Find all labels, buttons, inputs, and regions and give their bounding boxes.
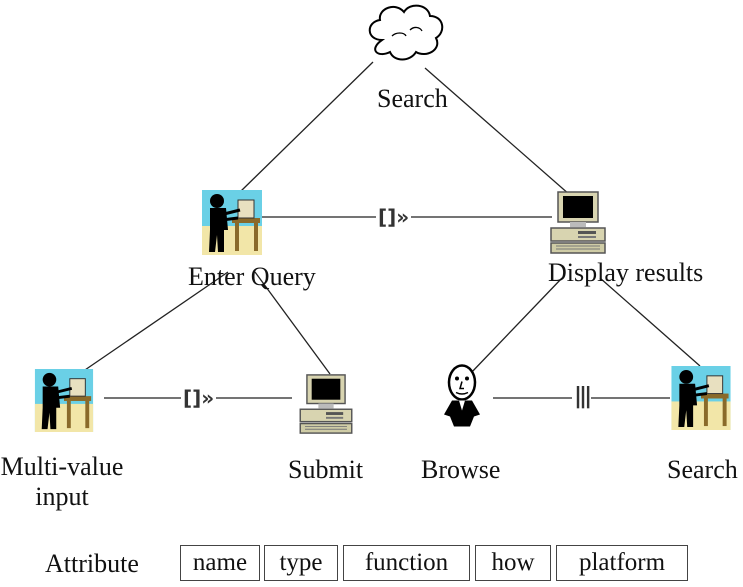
- node-label-multi-value-line1: Multi-value: [0, 452, 124, 481]
- attribute-label: Attribute: [45, 549, 139, 578]
- node-label-enter-query: Enter Query: [188, 262, 316, 291]
- person-icon: [442, 364, 482, 428]
- edge-enter-query-submit: [254, 271, 331, 375]
- attribute-box-type: type: [264, 545, 338, 581]
- node-label-search-leaf: Search: [667, 455, 738, 484]
- operator-enabling-left: []»: [181, 386, 217, 410]
- attribute-box-name: name: [180, 545, 260, 581]
- cloud-icon: [368, 4, 444, 61]
- edge-root-display-results: [424, 67, 579, 203]
- user-at-desk-icon: [671, 366, 731, 430]
- attribute-box-platform: platform: [556, 545, 688, 581]
- node-label-submit: Submit: [288, 455, 364, 484]
- attribute-row: Attribute name type function how platfor…: [0, 539, 743, 587]
- edge-enter-query-multi-value: [81, 271, 229, 373]
- user-at-desk-icon: [202, 190, 262, 255]
- edge-display-results-browse: [469, 277, 563, 375]
- operator-enabling-top: []»: [376, 205, 412, 229]
- attribute-box-function: function: [343, 545, 470, 581]
- computer-icon: [299, 374, 353, 434]
- user-at-desk-icon: [34, 369, 94, 432]
- edge-display-results-search: [599, 277, 701, 367]
- node-label-multi-value: Multi-value input: [1, 452, 124, 512]
- computer-icon: [550, 191, 606, 254]
- node-label-root: Search: [377, 84, 448, 113]
- node-label-browse: Browse: [421, 455, 501, 484]
- node-label-multi-value-line2: input: [35, 481, 89, 511]
- attribute-box-how: how: [475, 545, 551, 581]
- node-label-display-results: Display results: [548, 258, 704, 287]
- operator-concurrent-right: |||: [572, 384, 592, 409]
- edge-root-enter-query: [239, 61, 374, 193]
